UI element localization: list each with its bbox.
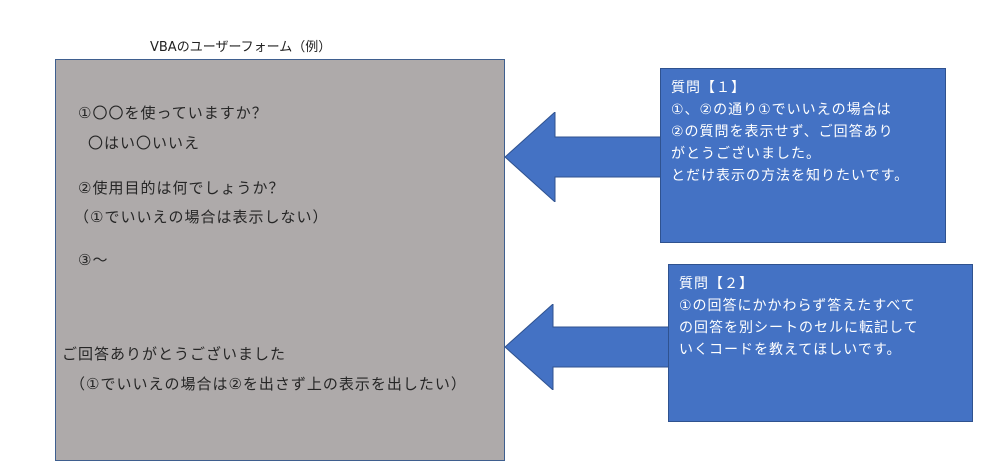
question-2-line: いくコードを教えてほしいです。 — [679, 342, 902, 358]
question-2-title: 質問【２】 — [679, 276, 754, 292]
question-1-line: がとうございました。 — [671, 146, 821, 162]
form-thanks-message: ご回答ありがとうございました — [62, 345, 287, 363]
form-question-1: ①〇〇を使っていますか？ — [78, 104, 268, 122]
question-1-line: ②の質問を表示せず、ご回答あり — [671, 124, 894, 140]
arrow-left-1 — [505, 112, 664, 202]
question-2-line: の回答を別シートのセルに転記して — [679, 320, 919, 336]
form-question-1-options: 〇はい〇いいえ — [88, 134, 201, 152]
userform-mockup: ①〇〇を使っていますか？ 〇はい〇いいえ ②使用目的は何でしょうか？ （①でいい… — [55, 59, 505, 461]
question-1-line: とだけ表示の方法を知りたいです。 — [671, 168, 910, 184]
question-1-callout: 質問【１】 ①、②の通り①でいいえの場合は ②の質問を表示せず、ご回答あり がと… — [660, 68, 946, 243]
form-question-2-note: （①でいいえの場合は表示しない） — [74, 208, 329, 226]
question-2-line: ①の回答にかかわらず答えたすべて — [679, 298, 916, 314]
form-question-2: ②使用目的は何でしょうか？ — [78, 179, 285, 197]
question-1-title: 質問【１】 — [671, 80, 746, 96]
form-title: VBAのユーザーフォーム（例） — [150, 40, 332, 55]
question-1-line: ①、②の通り①でいいえの場合は — [671, 102, 892, 118]
question-2-callout: 質問【２】 ①の回答にかかわらず答えたすべて の回答を別シートのセルに転記して … — [668, 264, 973, 422]
arrow-left-2 — [505, 304, 674, 390]
form-question-3: ③～ — [78, 251, 109, 269]
form-thanks-note: （①でいいえの場合は②を出さず上の表示を出したい） — [70, 375, 467, 393]
